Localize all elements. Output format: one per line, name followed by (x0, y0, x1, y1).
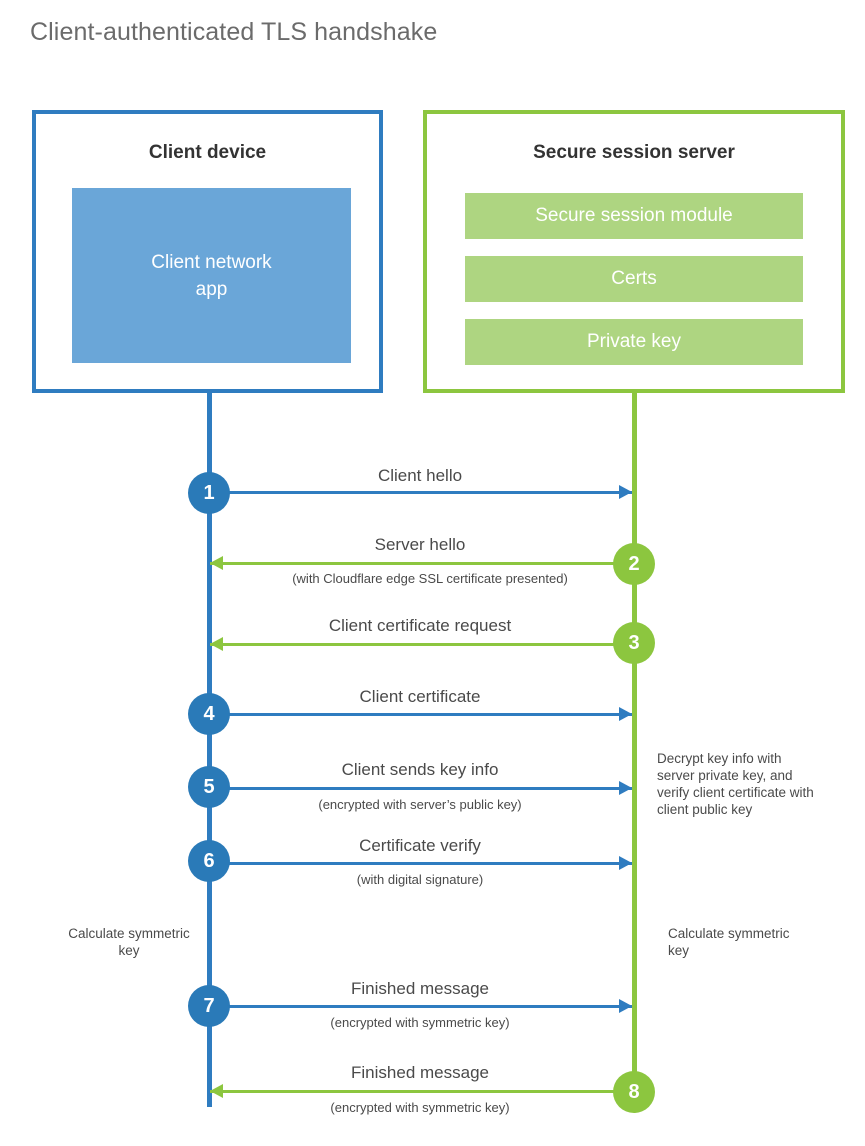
server-lifeline (632, 389, 637, 1092)
arrowhead-right-icon (619, 781, 632, 795)
step-marker-3[interactable]: 3 (613, 622, 655, 664)
step-marker-1[interactable]: 1 (188, 472, 230, 514)
step-3-label: Client certificate request (328, 616, 512, 635)
step-3-arrow-line (210, 637, 635, 651)
client-network-app-label: Client network app (151, 249, 271, 303)
step-2-label: Server hello (374, 535, 466, 554)
arrowhead-right-icon (619, 707, 632, 721)
step-1-arrow-line (207, 485, 632, 499)
server-calculate-symmetric-key-note: Calculate symmetric key (668, 926, 790, 958)
arrowhead-right-icon (619, 999, 632, 1013)
step-7-arrow-line (207, 999, 632, 1013)
step-6-label: Certificate verify (359, 836, 481, 855)
step-4-label: Client certificate (359, 687, 481, 706)
client-device-box: Client device Client network app (32, 110, 383, 393)
server-component-certs: Certs (465, 256, 803, 302)
step-2-arrow-line (210, 556, 635, 570)
step-marker-5[interactable]: 5 (188, 766, 230, 808)
client-network-app-block: Client network app (72, 188, 351, 363)
step-5-arrow-line (207, 781, 632, 795)
step-5-label: Client sends key info (341, 760, 499, 779)
step-5-sublabel: (encrypted with server’s public key) (318, 797, 522, 812)
client-lifeline (207, 389, 212, 1107)
step-1-label: Client hello (377, 466, 463, 485)
page-title: Client-authenticated TLS handshake (30, 18, 438, 46)
step-marker-8[interactable]: 8 (613, 1071, 655, 1113)
secure-session-server-box: Secure session server Secure session mod… (423, 110, 845, 393)
arrowhead-left-icon (210, 637, 223, 651)
step-6-sublabel: (with digital signature) (356, 872, 484, 887)
step-marker-6[interactable]: 6 (188, 840, 230, 882)
step-8-sublabel: (encrypted with symmetric key) (330, 1100, 510, 1115)
step-marker-4[interactable]: 4 (188, 693, 230, 735)
client-app-line1: Client network (151, 251, 272, 273)
client-device-title: Client device (148, 142, 267, 163)
step-marker-2[interactable]: 2 (613, 543, 655, 585)
step-7-label: Finished message (351, 979, 489, 998)
server-component-secure-session-module: Secure session module (465, 193, 803, 239)
arrowhead-left-icon (210, 1084, 223, 1098)
step-marker-7[interactable]: 7 (188, 985, 230, 1027)
step-8-arrow-line (210, 1084, 635, 1098)
step-2-sublabel: (with Cloudflare edge SSL certificate pr… (292, 571, 568, 586)
step-8-label: Finished message (351, 1063, 489, 1082)
step-7-sublabel: (encrypted with symmetric key) (330, 1015, 510, 1030)
arrowhead-right-icon (619, 856, 632, 870)
arrowhead-right-icon (619, 485, 632, 499)
arrowhead-left-icon (210, 556, 223, 570)
step-4-arrow-line (207, 707, 632, 721)
step-6-arrow-line (207, 856, 632, 870)
client-app-line2: app (195, 278, 228, 300)
client-calculate-symmetric-key-note: Calculate symmetric key (68, 926, 190, 958)
server-decrypt-note: Decrypt key info with server private key… (657, 751, 814, 817)
server-component-private-key: Private key (465, 319, 803, 365)
secure-session-server-title: Secure session server (533, 142, 735, 163)
